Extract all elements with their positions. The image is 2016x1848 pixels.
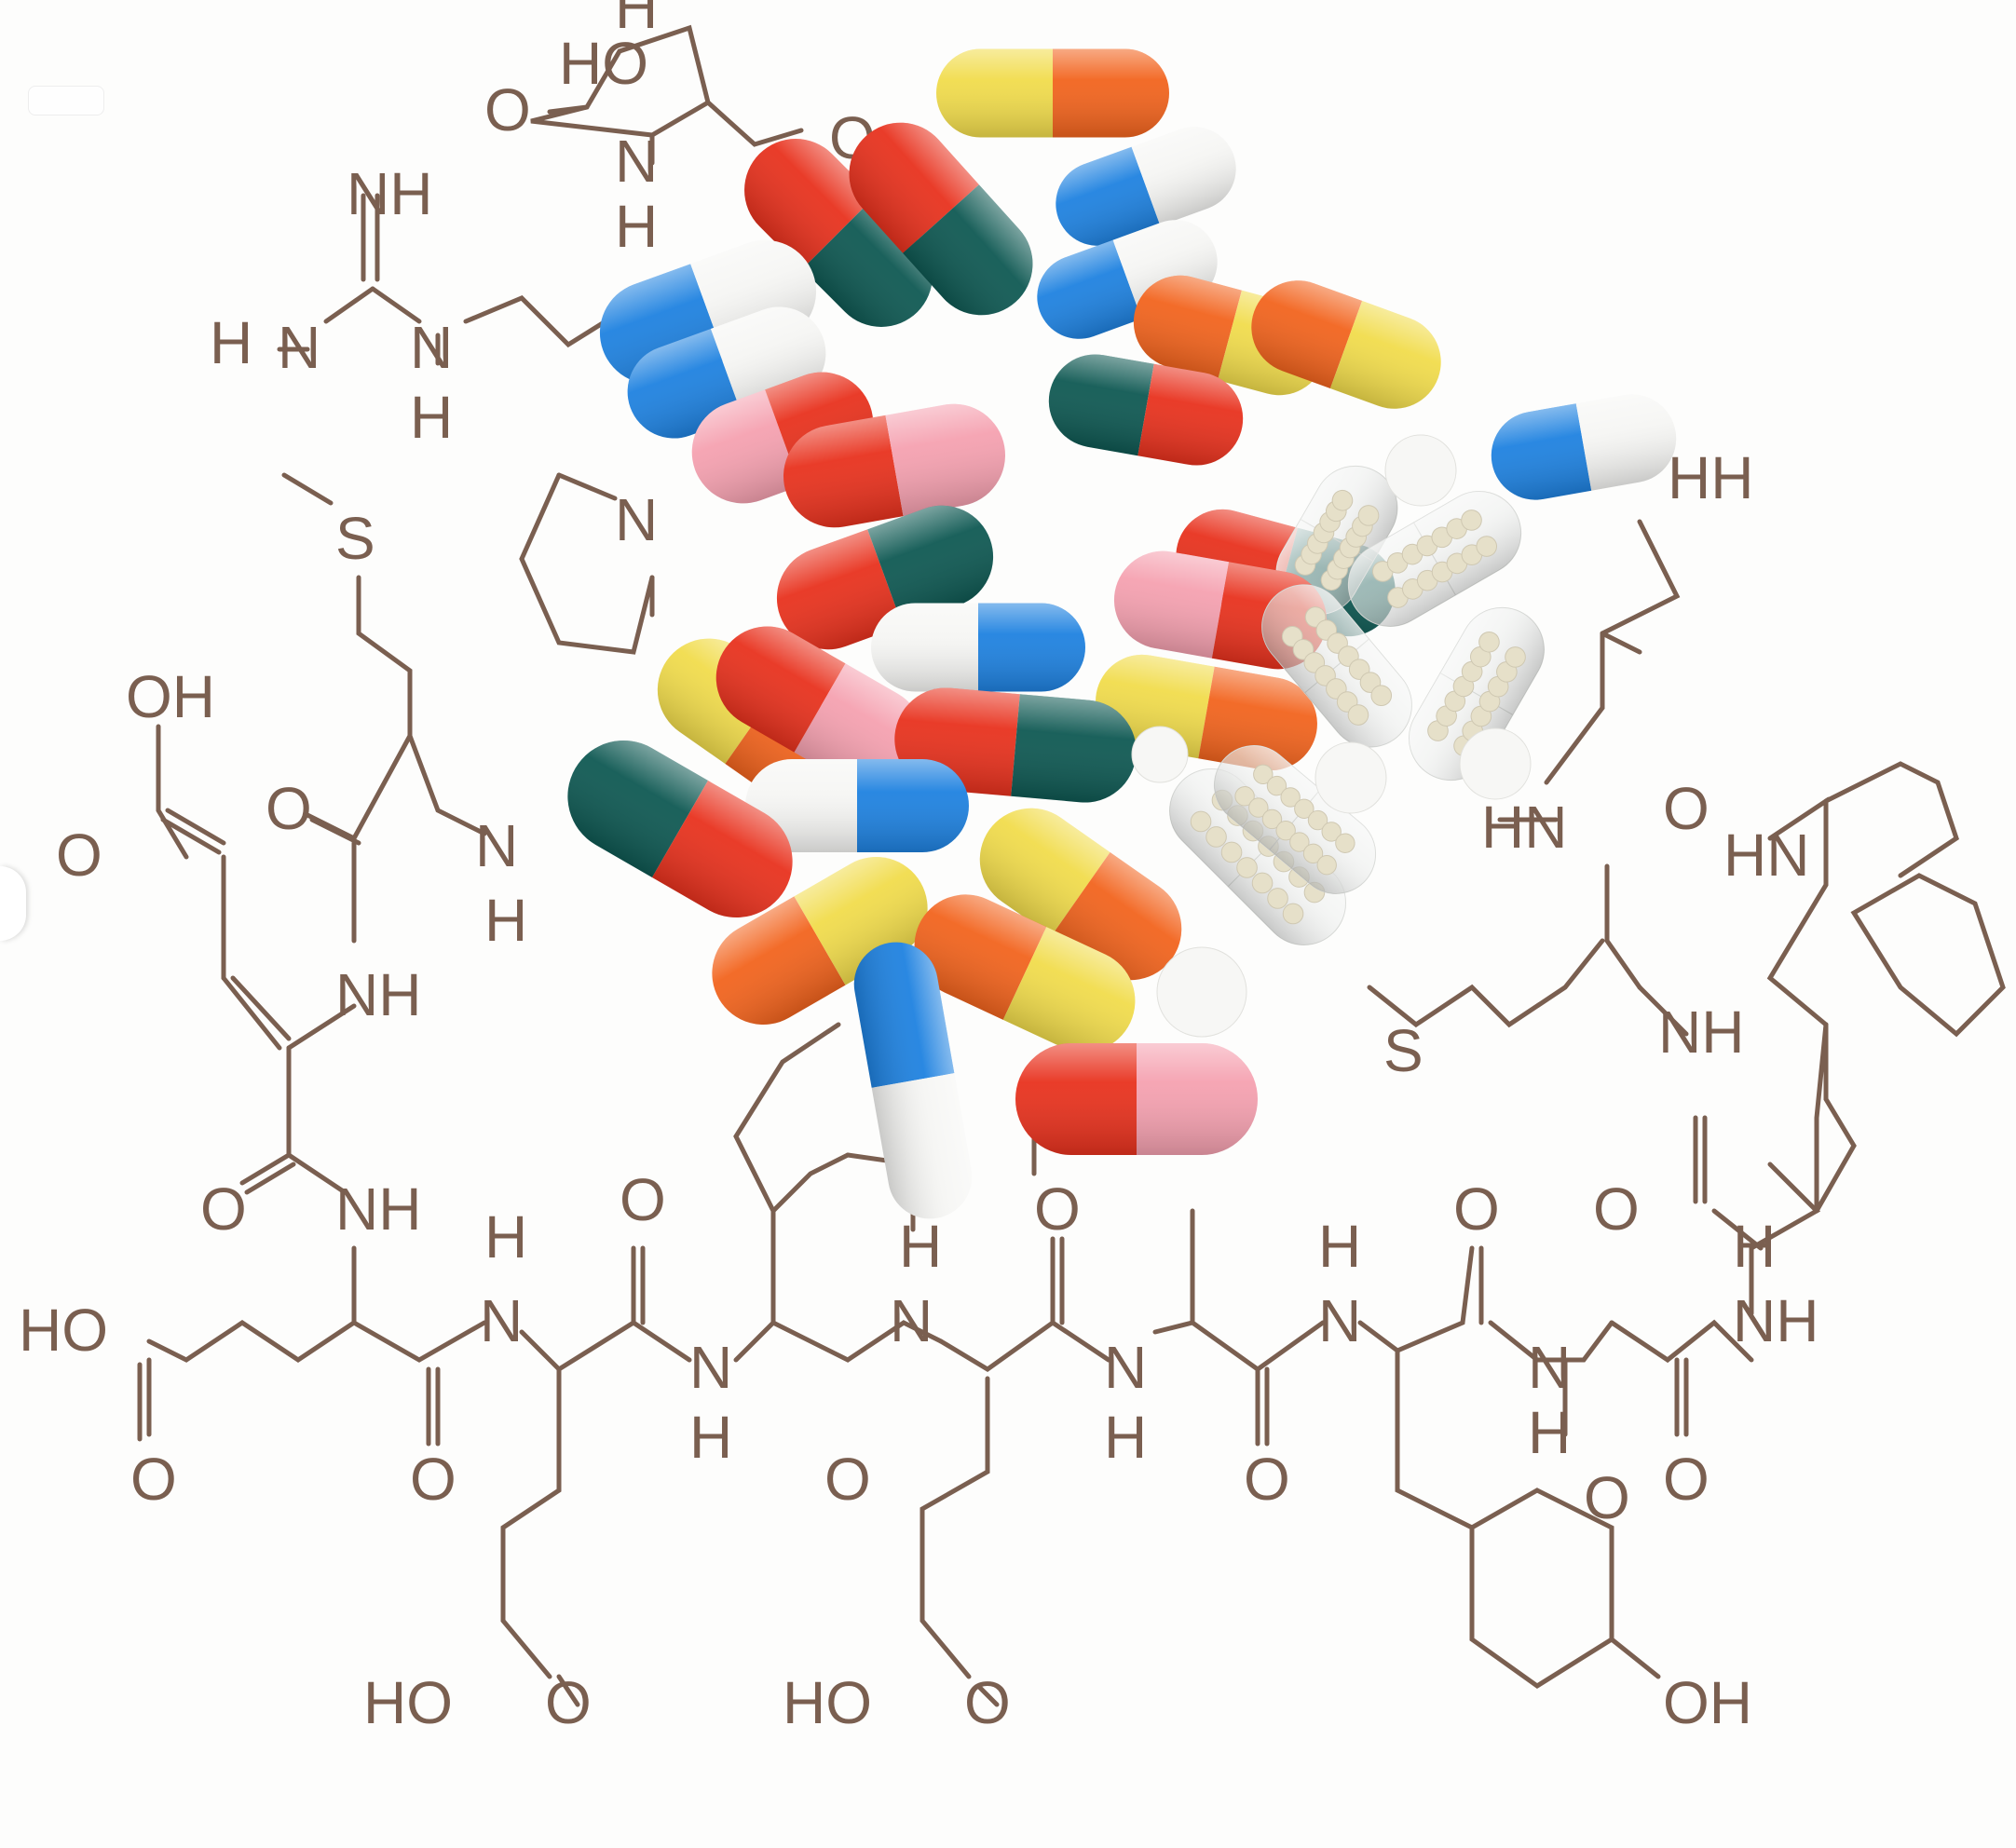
atom-label: H [1528, 1399, 1571, 1466]
atom-label: O [1663, 775, 1710, 842]
watermark-badge [28, 86, 104, 116]
atom-label: O [1244, 1446, 1290, 1513]
capsule [1213, 745, 1377, 894]
capsule [853, 942, 973, 1219]
atom-label: H [1318, 1213, 1361, 1280]
atom-label: H [615, 0, 658, 41]
atom-label: N [615, 486, 658, 553]
tablet [1314, 741, 1387, 814]
atom-label: H [1104, 1404, 1147, 1471]
capsule-pile [567, 48, 1677, 1219]
tablet [1131, 726, 1189, 783]
atom-label: HN [1723, 822, 1809, 889]
atom-label: OH [126, 663, 215, 730]
molecule-atom-labels: NH H N N H H O N H O S N OH O O N H NH O… [19, 0, 1818, 1736]
atom-label: H [210, 309, 252, 376]
atom-label: S [1383, 1017, 1423, 1084]
atom-label: N [278, 314, 320, 381]
atom-label: NH [335, 1175, 421, 1243]
atom-label: NH [347, 160, 432, 227]
atom-label: H [615, 193, 658, 260]
atom-label: HH [1668, 444, 1753, 511]
atom-label: O [200, 1175, 247, 1243]
atom-label: OH [1663, 1669, 1752, 1736]
atom-label: HO [363, 1669, 453, 1736]
capsule [1261, 584, 1412, 748]
capsule [783, 403, 1006, 528]
atom-label: HO [783, 1669, 872, 1736]
atom-label: NH [1733, 1287, 1818, 1354]
atom-label: H [484, 887, 527, 954]
atom-label: N [689, 1334, 732, 1401]
capsule [715, 626, 924, 790]
atom-label: N [890, 1287, 933, 1354]
atom-label: N [475, 812, 518, 879]
capsule [567, 741, 793, 917]
atom-label: O [484, 76, 531, 143]
atom-label: O [1034, 1175, 1081, 1243]
atom-label: NH [1658, 999, 1744, 1066]
atom-label: N [1318, 1287, 1361, 1354]
capsule [1491, 394, 1677, 500]
atom-label: O [1584, 1464, 1630, 1531]
atom-label: O [620, 1166, 666, 1233]
atom-label: NH [335, 961, 421, 1028]
atom-label: H [1733, 1213, 1776, 1280]
atom-label: H [484, 1203, 527, 1270]
tablet [1156, 946, 1247, 1038]
tablet [1459, 727, 1532, 800]
atom-label: N [1528, 1334, 1571, 1401]
capsule [1056, 127, 1236, 246]
capsule [849, 122, 1033, 316]
atom-label: H [899, 1213, 942, 1280]
atom-label: O [56, 822, 102, 889]
side-handle[interactable] [0, 866, 26, 941]
atom-label: HO [559, 30, 648, 97]
atom-label: O [545, 1669, 592, 1736]
atom-label: O [1593, 1175, 1640, 1243]
capsule [1048, 354, 1244, 466]
tablet [1384, 434, 1457, 507]
atom-label: H [689, 1404, 732, 1471]
atom-label: N [410, 314, 453, 381]
atom-label: O [130, 1446, 177, 1513]
atom-label: O [266, 775, 312, 842]
atom-label: N [615, 128, 658, 195]
atom-label: O [1453, 1175, 1500, 1243]
capsule [1251, 280, 1441, 409]
capsule [1015, 1043, 1258, 1155]
atom-label: O [964, 1669, 1011, 1736]
atom-label: H [410, 384, 453, 451]
atom-label: N [1104, 1334, 1147, 1401]
capsule [1347, 491, 1522, 627]
atom-label: N [1733, 1287, 1776, 1354]
atom-label: HO [19, 1297, 108, 1364]
capsule [914, 894, 1136, 1053]
atom-label: S [335, 505, 375, 572]
molecule-bonds [137, 24, 2006, 1707]
capsule [871, 603, 1085, 692]
capsule [776, 505, 994, 650]
atom-label: N [480, 1287, 523, 1354]
capsule [936, 48, 1169, 138]
atom-label: O [410, 1446, 456, 1513]
atom-label: O [1663, 1446, 1710, 1513]
atom-label: HN [1481, 794, 1567, 861]
atom-label: O [824, 1446, 871, 1513]
